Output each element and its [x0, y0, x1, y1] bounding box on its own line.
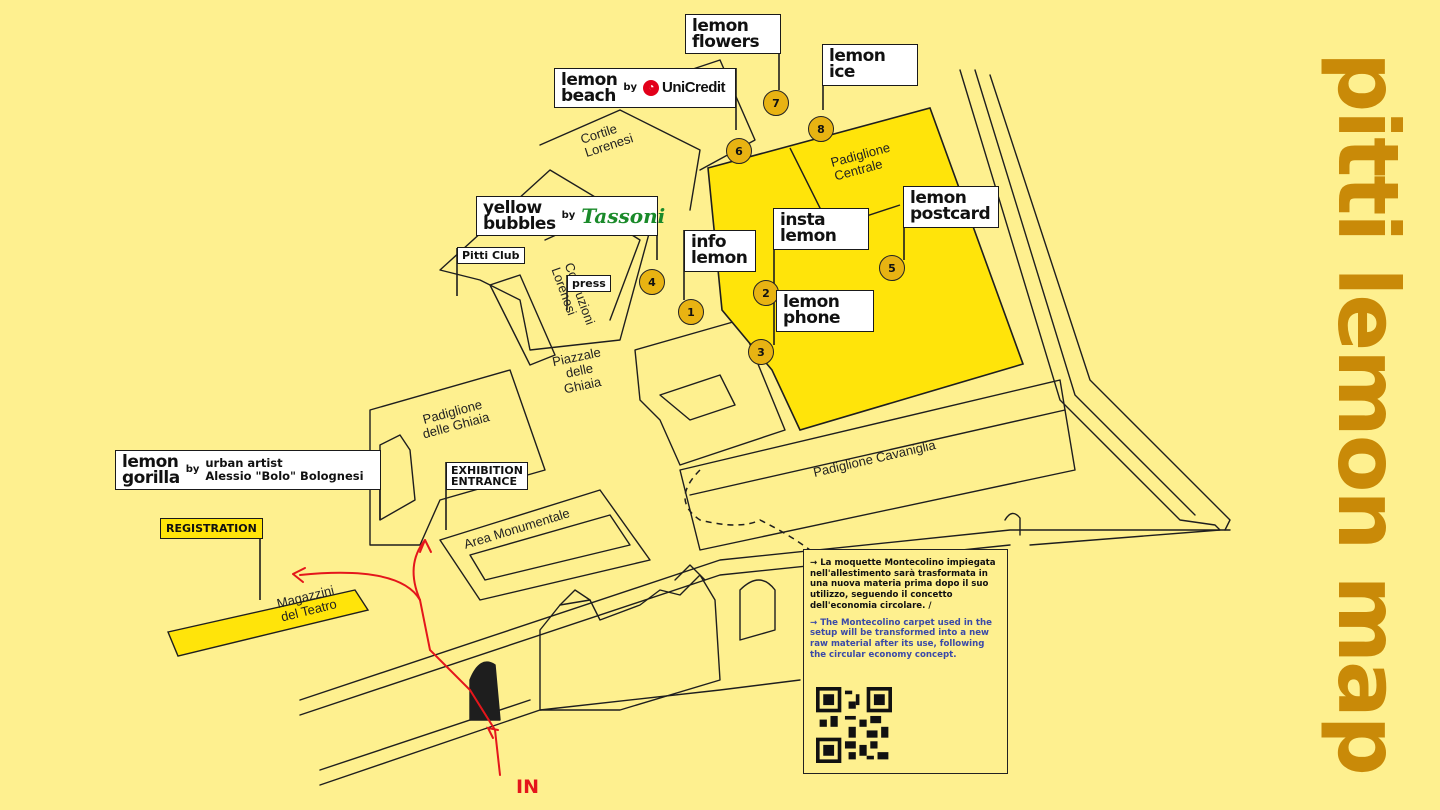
sign-lemon-ice[interactable]: lemon ice [822, 44, 918, 86]
sign-lemon-gorilla[interactable]: lemon gorilla by urban artist Alessio "B… [115, 450, 381, 491]
pin-3[interactable]: 3 [748, 339, 774, 365]
unicredit-icon: ◔ [643, 80, 660, 97]
sign-text: info lemon [691, 232, 748, 269]
sign-text: lemon beach [561, 70, 618, 107]
pin-number: 3 [757, 346, 765, 359]
sign-text: lemon postcard [910, 188, 991, 225]
unicredit-logo: ◔UniCredit [643, 79, 726, 97]
pin-6[interactable]: 6 [726, 138, 752, 164]
sign-text: yellow bubbles [483, 198, 556, 235]
registration-sign: REGISTRATION [160, 518, 263, 539]
sign-lemon-phone[interactable]: lemon phone [776, 290, 874, 332]
sign-text: lemon flowers [692, 16, 760, 53]
sign-insta-lemon[interactable]: insta lemon [773, 208, 869, 250]
sign-text: lemon gorilla [122, 452, 180, 489]
sign-artist: urban artist Alessio "Bolo" Bolognesi [205, 455, 364, 484]
sign-lemon-postcard[interactable]: lemon postcard [903, 186, 999, 228]
qr-code-icon[interactable] [816, 687, 892, 763]
sign-by: by [623, 82, 638, 94]
pin-number: 2 [762, 287, 770, 300]
sign-lemon-flowers[interactable]: lemon flowers [685, 14, 781, 55]
label-press: press [567, 275, 611, 292]
page-title-text: pitti lemon map [1319, 52, 1417, 774]
carpet-recycling-note: → La moquette Montecolino impiegata nell… [803, 549, 1008, 774]
page-title: pitti lemon map [1318, 28, 1418, 798]
pin-8[interactable]: 8 [808, 116, 834, 142]
pin-7[interactable]: 7 [763, 90, 789, 116]
pin-5[interactable]: 5 [879, 255, 905, 281]
pin-number: 1 [687, 306, 695, 319]
pin-number: 6 [735, 145, 743, 158]
unicredit-text: UniCredit [662, 79, 726, 97]
pin-4[interactable]: 4 [639, 269, 665, 295]
pin-number: 4 [648, 276, 656, 289]
sign-lemon-beach[interactable]: lemon beach by ◔UniCredit [554, 68, 736, 109]
sign-yellow-bubbles[interactable]: yellow bubbles by Tassoni [476, 196, 665, 237]
sign-by: by [561, 210, 576, 222]
pin-1[interactable]: 1 [678, 299, 704, 325]
pin-number: 8 [817, 123, 825, 136]
note-italian: → La moquette Montecolino impiegata nell… [810, 558, 996, 611]
sign-text: lemon phone [783, 292, 841, 329]
pin-number: 5 [888, 262, 896, 275]
sign-info-lemon[interactable]: info lemon [684, 230, 756, 272]
pin-number: 7 [772, 97, 780, 110]
label-pitti-club: Pitti Club [457, 247, 525, 264]
entry-in-label: IN [516, 776, 539, 798]
exhibition-entrance-sign: EXHIBITION ENTRANCE [446, 462, 528, 490]
sign-by: by [185, 464, 200, 476]
tassoni-logo: Tassoni [581, 203, 666, 228]
sign-text: lemon ice [829, 46, 886, 83]
note-english: → The Montecolino carpet used in the set… [810, 617, 992, 660]
sign-text: insta lemon [780, 210, 837, 247]
